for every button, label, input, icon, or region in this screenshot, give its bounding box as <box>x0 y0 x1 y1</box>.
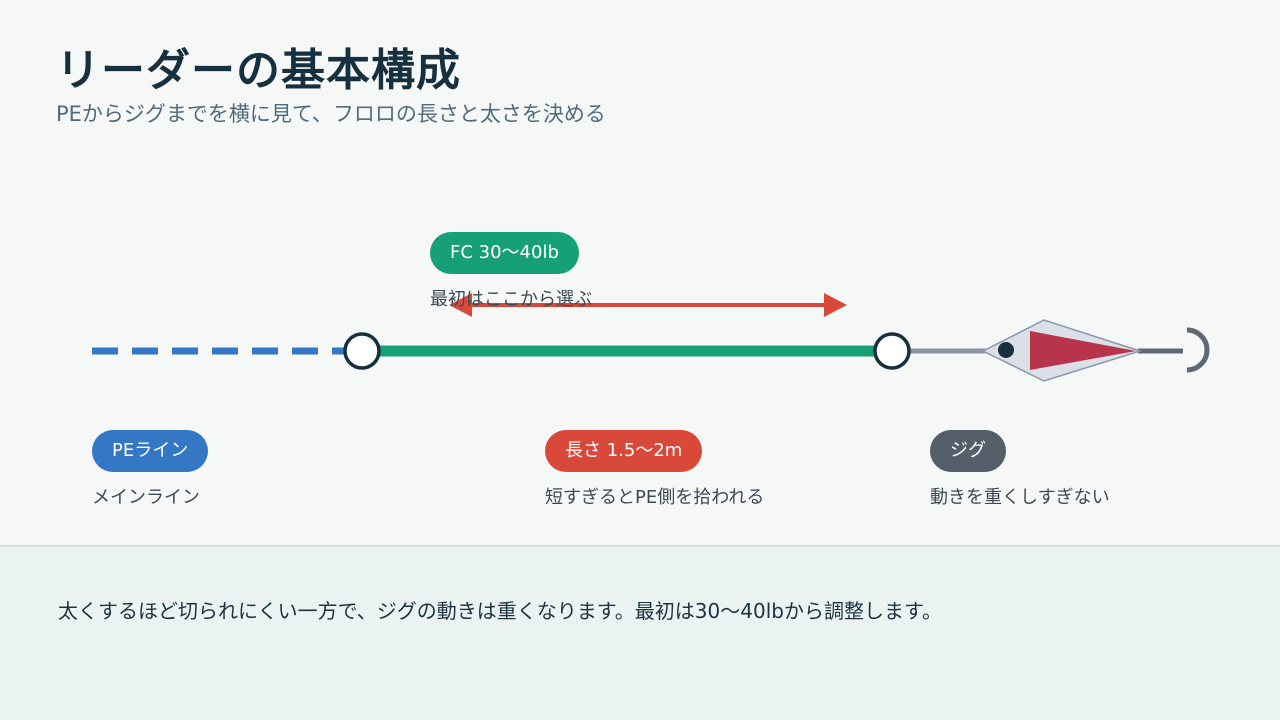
pe-tag: PEライン <box>92 430 209 472</box>
jig-tag: ジグ <box>930 430 1006 472</box>
pe-caption: メインライン <box>92 487 200 508</box>
hook-icon <box>1186 327 1210 373</box>
leader-diagram <box>92 293 1210 382</box>
fc-caption: 最初はここから選ぶ <box>430 289 592 310</box>
fc-tag: FC 30〜40lb <box>430 232 579 274</box>
page-title: リーダーの基本構成 <box>56 45 461 96</box>
length-caption: 短すぎるとPE側を拾われる <box>545 487 765 508</box>
page-subtitle: PEからジグまでを横に見て、フロロの長さと太さを決める <box>56 102 606 126</box>
length-arrow-right-head <box>824 293 847 317</box>
knot-pe-leader <box>343 332 381 370</box>
length-tag: 長さ 1.5〜2m <box>545 430 703 472</box>
footer-note: 太くするほど切られにくい一方で、ジグの動きは重くなります。最初は30〜40lbか… <box>58 599 942 623</box>
jig-fin <box>1030 331 1136 370</box>
knot-leader-jig <box>873 332 911 370</box>
jig-eye <box>998 342 1014 358</box>
jig-caption: 動きを重くしすぎない <box>930 487 1110 508</box>
length-arrow-left-head <box>449 293 472 317</box>
footer-panel: 太くするほど切られにくい一方で、ジグの動きは重くなります。最初は30〜40lbか… <box>0 545 1280 720</box>
